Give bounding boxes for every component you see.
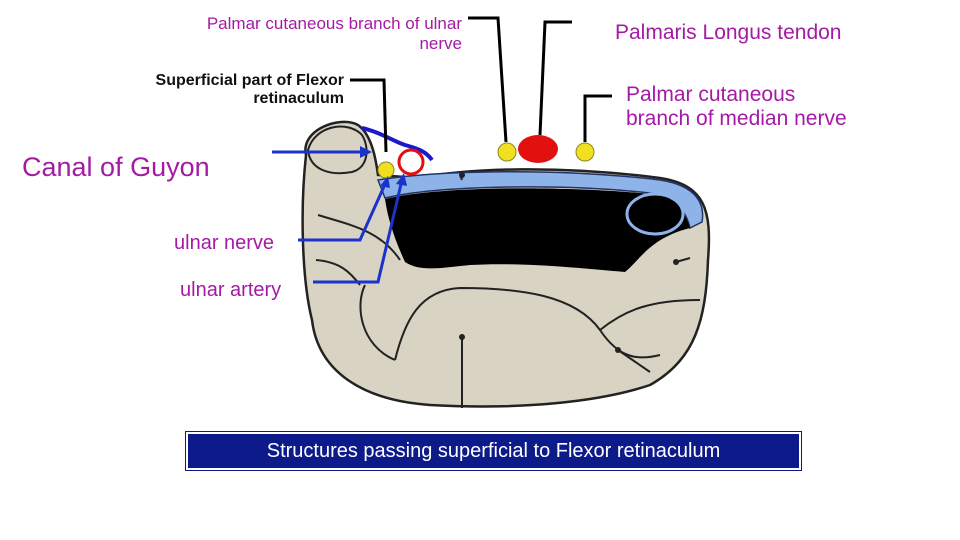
label-canal-of-guyon: Canal of Guyon	[22, 152, 210, 182]
caption-box: Structures passing superficial to Flexor…	[185, 431, 802, 471]
tick-dot	[459, 334, 465, 340]
tick-dot	[459, 172, 465, 178]
label-palmaris-longus: Palmaris Longus tendon	[615, 21, 842, 44]
leader-lines	[350, 16, 612, 153]
palmar-cutaneous-ulnar-dot	[497, 142, 517, 162]
ulnar-nerve-dot	[377, 161, 395, 179]
blue-arrows	[272, 146, 407, 284]
label-palmar-cutaneous-ulnar: Palmar cutaneous branch of ulnar nerve	[206, 14, 462, 53]
label-palmar-cutaneous-median: Palmar cutaneous branch of median nerve	[626, 83, 847, 131]
carpal-tunnel	[385, 188, 690, 272]
tick-dot	[615, 347, 621, 353]
label-flexor-retinaculum-part: Superficial part of Flexor retinaculum	[155, 72, 344, 108]
palmaris-longus-tendon	[518, 135, 558, 163]
tendon-oval	[625, 192, 685, 236]
tick-dot	[673, 259, 679, 265]
ulnar-artery-ring	[397, 148, 425, 176]
caption-text: Structures passing superficial to Flexor…	[266, 439, 721, 462]
label-ulnar-nerve: ulnar nerve	[174, 232, 275, 254]
superficial-retinaculum-line	[361, 126, 434, 162]
palmar-cutaneous-median-dot	[575, 142, 595, 162]
label-ulnar-artery: ulnar artery	[180, 279, 282, 301]
